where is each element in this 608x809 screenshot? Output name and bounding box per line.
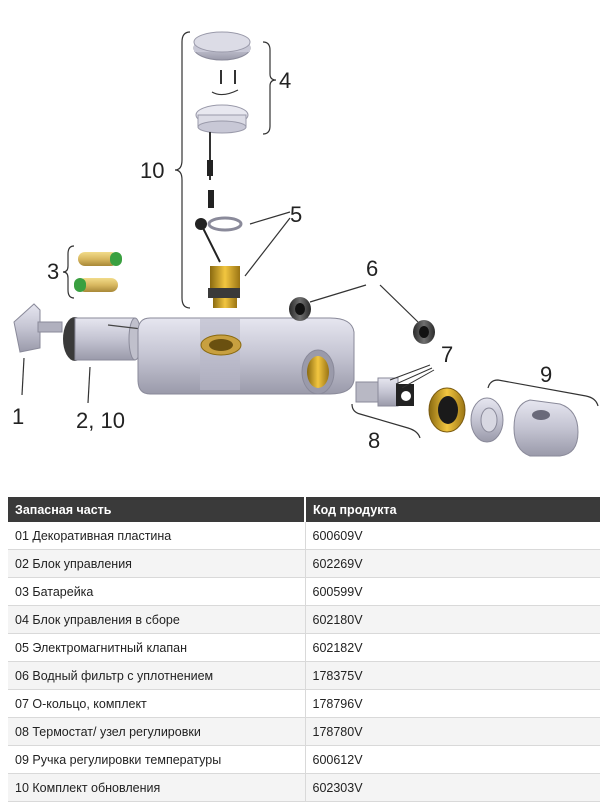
part-name-cell: 09 Ручка регулировки температуры <box>8 745 306 774</box>
callout-9: 9 <box>540 362 552 387</box>
exploded-parts-diagram: 1 2, 10 3 4 5 6 7 8 9 10 <box>12 31 599 457</box>
part-name-cell: 02 Блок управления <box>8 549 306 578</box>
part-name-cell: 08 Термостат/ узел регулировки <box>8 717 306 746</box>
product-code-cell: 602269V <box>305 549 600 578</box>
callout-2-10: 2, 10 <box>76 408 125 433</box>
table-row: 10 Комплект обновления 602303V <box>8 773 600 802</box>
table-row: 07 О-кольцо, комплект 178796V <box>8 689 600 718</box>
product-code-cell: 600612V <box>305 745 600 774</box>
callout-1: 1 <box>12 404 24 429</box>
callout-6: 6 <box>366 256 378 281</box>
product-code-cell: 178780V <box>305 717 600 746</box>
callout-10: 10 <box>140 158 164 183</box>
callout-3: 3 <box>47 259 59 284</box>
table-row: 02 Блок управления 602269V <box>8 549 600 578</box>
control-unit-assembly-part <box>193 31 251 208</box>
product-code-cell: 602180V <box>305 605 600 634</box>
callout-5: 5 <box>290 202 302 227</box>
product-code-cell: 600599V <box>305 577 600 606</box>
column-header-part: Запасная часть <box>8 497 306 522</box>
spare-parts-table: Запасная часть Код продукта 01 Декоратив… <box>8 497 600 802</box>
brass-ring-part <box>428 387 466 433</box>
temperature-knob-part <box>470 397 579 457</box>
product-code-cell: 602182V <box>305 633 600 662</box>
decorative-plate-part <box>13 303 63 353</box>
control-unit-part <box>63 317 151 361</box>
callout-7: 7 <box>441 342 453 367</box>
column-header-code: Код продукта <box>305 497 600 522</box>
table-row: 03 Батарейка 600599V <box>8 577 600 606</box>
table-row: 05 Электромагнитный клапан 602182V <box>8 633 600 662</box>
part-name-cell: 06 Водный фильтр с уплотнением <box>8 661 306 690</box>
table-row: 08 Термостат/ узел регулировки 178780V <box>8 717 600 746</box>
table-row: 04 Блок управления в сборе 602180V <box>8 605 600 634</box>
table-row: 01 Декоративная пластина 600609V <box>8 522 600 550</box>
mixer-body-part <box>137 317 355 395</box>
batteries-part <box>74 252 122 292</box>
part-name-cell: 03 Батарейка <box>8 577 306 606</box>
water-filters-part <box>289 297 435 344</box>
solenoid-valve-part <box>195 216 243 308</box>
product-code-cell: 600609V <box>305 522 600 550</box>
callout-8: 8 <box>368 428 380 453</box>
part-name-cell: 10 Комплект обновления <box>8 773 306 802</box>
callout-4: 4 <box>279 68 291 93</box>
part-name-cell: 05 Электромагнитный клапан <box>8 633 306 662</box>
part-name-cell: 04 Блок управления в сборе <box>8 605 306 634</box>
product-code-cell: 178375V <box>305 661 600 690</box>
table-row: 09 Ручка регулировки температуры 600612V <box>8 745 600 774</box>
part-name-cell: 07 О-кольцо, комплект <box>8 689 306 718</box>
product-code-cell: 178796V <box>305 689 600 718</box>
table-row: 06 Водный фильтр с уплотнением 178375V <box>8 661 600 690</box>
thermostat-cartridge-part <box>355 377 414 407</box>
product-code-cell: 602303V <box>305 773 600 802</box>
part-name-cell: 01 Декоративная пластина <box>8 522 306 550</box>
table-header-row: Запасная часть Код продукта <box>8 497 600 522</box>
